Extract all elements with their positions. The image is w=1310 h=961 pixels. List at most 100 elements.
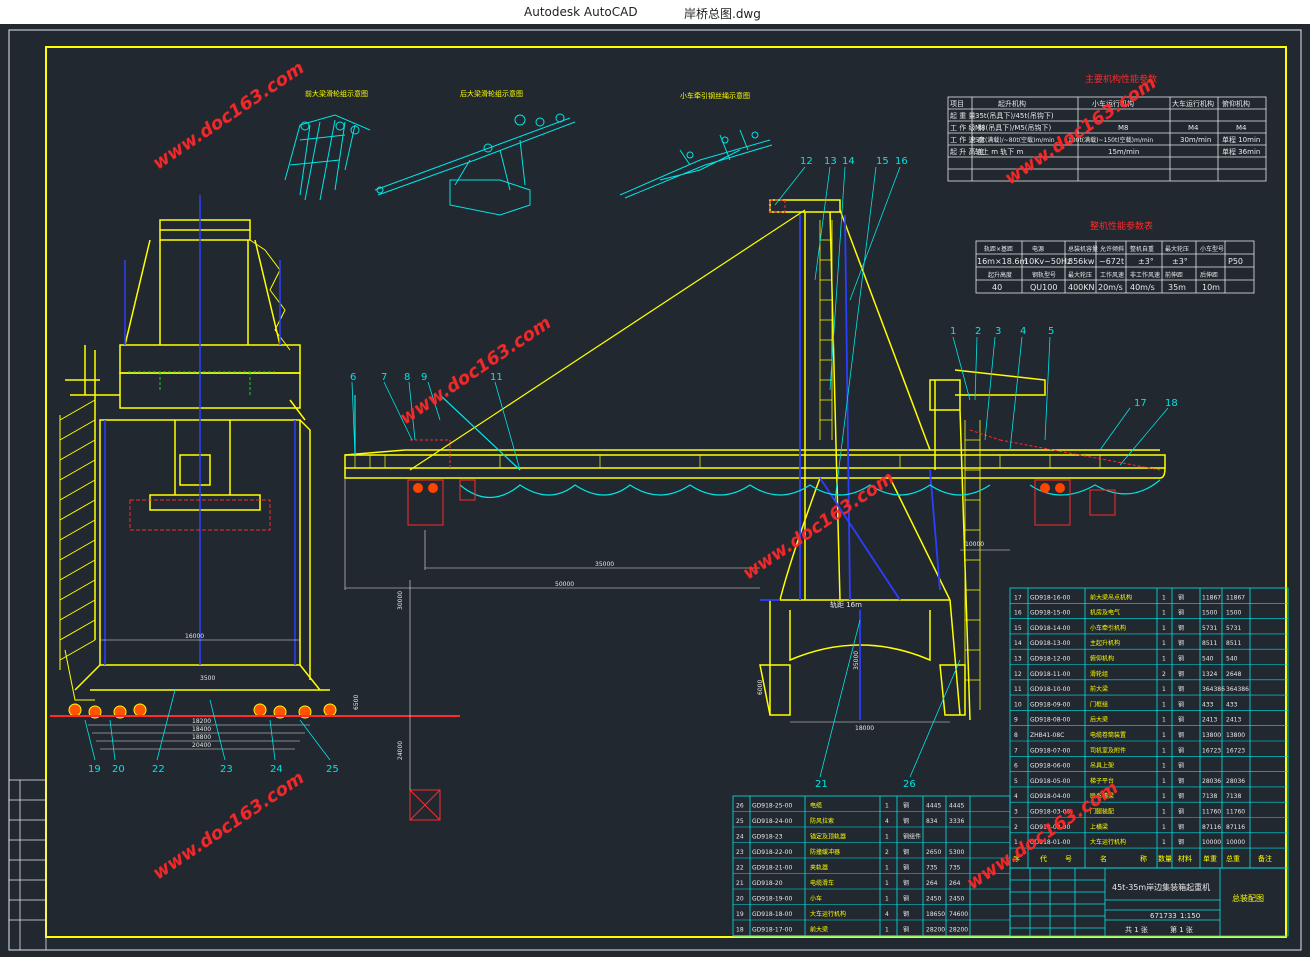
top-label-3: 小车牵引钢丝绳示意图 [680,91,750,100]
parts-right-cell: 钢 [1178,609,1184,617]
svg-text:M4: M4 [1188,124,1199,132]
parts-right-cell: 大车运行机构 [1090,838,1126,846]
svg-text:35000: 35000 [595,561,614,568]
svg-text:19: 19 [88,764,101,775]
main-girder [344,449,1166,479]
trolley-wheels [413,483,1065,493]
festoon-cables [354,394,1161,498]
svg-text:25: 25 [326,764,339,775]
parts-right-cell: GD918-16-00 [1030,594,1071,601]
parts-right-cell: 13 [1014,656,1022,663]
svg-text:16m×18.6m: 16m×18.6m [977,257,1027,266]
parts-right-cell: 4 [1014,793,1018,800]
parts-left-cell: 小车 [810,895,822,903]
parts-right-cell: 28036 [1226,778,1245,785]
svg-text:小车型号: 小车型号 [1200,245,1224,253]
parts-right-cell: 2648 [1226,671,1241,678]
svg-text:大车运行机构: 大车运行机构 [1172,99,1214,108]
parts-right-header: 序 代 号 名 称 数量 材料 单重 总重 备注 [1013,854,1272,863]
svg-text:~672t: ~672t [1099,257,1124,266]
svg-text:工作风速: 工作风速 [1100,271,1124,279]
parts-right-cell: 5731 [1226,625,1241,632]
parts-right-cell: 钢 [1178,838,1184,846]
svg-text:16: 16 [895,156,908,167]
svg-text:QU100: QU100 [1030,283,1057,292]
parts-right-cell: 1324 [1202,671,1217,678]
side-view-green [128,371,275,395]
parts-left-cell: 2450 [926,896,941,903]
parts-right-cell: 梯子平台 [1090,777,1114,785]
side-view-wheels [68,703,337,719]
svg-text:15m/min: 15m/min [1108,148,1139,156]
parts-right-cell: 14 [1014,640,1022,647]
parts-right-cell: 540 [1202,656,1214,663]
parts-left-cell: 834 [926,818,938,825]
parts-left-cell: 20 [736,896,744,903]
main-dims [344,478,1010,790]
svg-text:轨上 m 轨下 m: 轨上 m 轨下 m [975,147,1023,156]
parts-left-cell: 1 [885,834,889,841]
parts-left-cell: 钢 [903,817,909,825]
svg-text:6500: 6500 [353,695,360,710]
svg-text:3: 3 [995,326,1001,337]
svg-text:18200: 18200 [192,718,211,725]
parts-left-cell: 18650 [926,911,945,918]
svg-text:第 1 张: 第 1 张 [1170,925,1193,934]
parts-left-cell: 1 [885,803,889,810]
parts-left-cell: 21 [736,880,744,887]
parts-right-cell: 1 [1162,778,1166,785]
drawing-name: 总装配图 [1232,893,1264,903]
parts-right-cell: 门框组 [1090,700,1108,708]
outer-frame [8,29,1302,951]
parts-left-cell: 电缆 [810,802,822,810]
svg-text:总重: 总重 [1226,854,1240,863]
parts-left-cell: 264 [926,880,938,887]
parts-right-cell: GD918-07-00 [1030,747,1071,754]
parts-left-cell: 夹轨器 [810,864,828,872]
parts-left-cell: 防风拉索 [810,817,834,825]
parts-right-cell: GD918-02-00 [1030,824,1071,831]
parts-left-cell: 735 [949,865,961,872]
parts-left-cell: 1 [885,927,889,934]
svg-text:12: 12 [800,156,813,167]
parts-right-cell: 前大梁吊点机构 [1090,593,1132,601]
parts-right-cell: GD918-05-00 [1030,778,1071,785]
parts-right-cell: 机房及电气 [1090,609,1120,617]
parts-right-cell: 后大梁 [1090,716,1108,724]
parts-right-cell: ZHB41-08C [1030,732,1064,739]
svg-text:35t(吊具下)/45t(吊钩下): 35t(吊具下)/45t(吊钩下) [975,111,1054,120]
svg-text:40m/s: 40m/s [1130,283,1155,292]
parts-right-cell: 1 [1014,839,1018,846]
svg-text:www.doc163.com: www.doc163.com [739,467,898,584]
svg-text:www.doc163.com: www.doc163.com [149,767,308,884]
parts-right-cell: 小车牵引机构 [1090,624,1126,632]
parts-right-cell: 钢 [1178,777,1184,785]
parts-right-cell: 11867 [1202,594,1221,601]
svg-text:3500: 3500 [200,675,215,682]
svg-text:35000: 35000 [853,651,860,670]
svg-text:18: 18 [1165,398,1178,409]
parts-right-cell: 7 [1014,747,1018,754]
parts-left-cell: 2650 [926,849,941,856]
side-view-blue-lines [104,195,296,665]
drawing-canvas[interactable]: 前大梁滑轮组示意图 后大梁滑轮组示意图 小车牵引钢丝绳示意图 主要机构性能参数 … [0,24,1310,957]
svg-text:允许倾斜: 允许倾斜 [1100,245,1124,253]
svg-text:23: 23 [220,764,233,775]
file-name: 岸桥总图.dwg [684,7,761,21]
parts-left-cell: 19 [736,911,744,918]
parts-right-cell: 8511 [1202,640,1217,647]
parts-right-cell: GD918-01-00 [1030,839,1071,846]
spec-table-1-title: 主要机构性能参数 [1085,73,1157,85]
side-view-crane [65,219,330,691]
drawing-title: 45t-35m岸边集装箱起重机 [1112,882,1210,892]
main-dim-text: 50000 35000 10000 18000 轨距 16m [555,541,984,732]
parts-left-cell: 28200 [926,927,945,934]
parts-right-cell: 433 [1226,701,1238,708]
parts-right-cell: 1 [1162,839,1166,846]
parts-right-cell: 滑轮组 [1090,670,1108,678]
parts-right-cell: 2 [1014,824,1018,831]
parts-right-cell: 钢 [1178,655,1184,663]
svg-text:21: 21 [815,779,828,790]
parts-right-cell: 5 [1014,778,1018,785]
